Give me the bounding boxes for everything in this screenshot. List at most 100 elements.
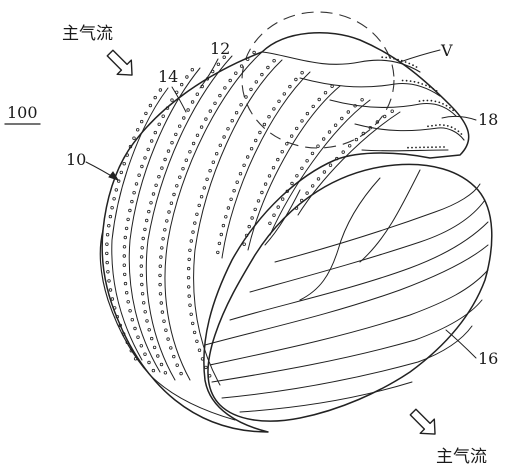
crest-dot xyxy=(423,146,425,149)
perforation-hole xyxy=(316,144,320,148)
perforation-hole xyxy=(126,217,130,222)
perforation-hole xyxy=(282,92,286,96)
crest-dot xyxy=(397,58,399,61)
perforation-hole xyxy=(260,190,264,195)
perforation-hole xyxy=(272,213,276,217)
perforation-hole xyxy=(271,165,276,170)
crest-dot xyxy=(404,61,407,63)
perforation-hole xyxy=(159,255,163,259)
perforation-hole xyxy=(191,230,195,234)
perforation-hole xyxy=(221,223,226,228)
perforation-hole xyxy=(239,64,244,68)
perforation-hole xyxy=(239,103,243,107)
swirl-band xyxy=(211,299,483,383)
perforation-hole xyxy=(186,285,191,289)
vane-edge xyxy=(111,87,169,361)
perforation-hole xyxy=(195,92,199,96)
vane-crest xyxy=(354,123,465,141)
perforation-hole xyxy=(181,166,185,171)
perforation-hole xyxy=(172,354,176,359)
crest-dot xyxy=(443,146,445,148)
crest-dot xyxy=(427,146,429,149)
perforation-hole xyxy=(163,157,167,162)
perforation-hole xyxy=(188,150,192,154)
swirl-band xyxy=(239,381,413,413)
perforation-hole xyxy=(105,232,110,237)
perforation-hole xyxy=(262,122,267,127)
perforation-hole xyxy=(247,224,251,229)
perforation-hole xyxy=(170,98,174,102)
perforation-hole xyxy=(276,205,280,209)
perforation-hole xyxy=(166,337,170,341)
perforation-hole xyxy=(145,319,149,323)
perforation-hole xyxy=(305,159,309,163)
perforation-hole xyxy=(216,62,221,67)
perforation-hole xyxy=(132,136,136,140)
perforation-hole xyxy=(348,144,352,148)
perforation-hole xyxy=(327,130,332,134)
crest-dot xyxy=(415,146,417,149)
crest-dot xyxy=(434,100,437,103)
perforation-hole xyxy=(323,90,328,95)
perforation-hole xyxy=(208,168,212,173)
perforation-hole xyxy=(107,279,111,283)
perforation-hole xyxy=(157,122,161,126)
vane-crest xyxy=(329,99,457,117)
leader-v xyxy=(399,49,441,63)
perforation-hole xyxy=(132,190,136,195)
perforation-hole xyxy=(115,315,119,319)
perforation-hole xyxy=(266,65,270,70)
part-10-label: 10 xyxy=(66,150,86,169)
crest-dot xyxy=(411,146,413,149)
perforation-hole xyxy=(210,69,215,74)
perforation-hole xyxy=(333,123,338,127)
perforation-hole xyxy=(122,245,127,249)
vane-edge xyxy=(247,85,341,251)
crest-dot xyxy=(425,84,427,87)
perforation-hole xyxy=(175,184,179,188)
perforation-hole xyxy=(305,191,309,195)
perforation-hole xyxy=(256,199,261,203)
detail-v-label: V xyxy=(440,41,453,60)
shell-outline xyxy=(207,163,493,422)
perforation-hole xyxy=(166,149,171,153)
perforation-hole xyxy=(139,264,143,268)
perforation-hole xyxy=(218,93,222,98)
perforation-hole xyxy=(123,281,128,286)
crest-dot xyxy=(389,57,392,59)
perforation-hole xyxy=(322,137,326,141)
perforation-hole xyxy=(106,270,110,274)
perforation-hole xyxy=(189,312,193,316)
crest-dot xyxy=(457,130,460,133)
perforation-hole xyxy=(208,109,212,113)
perforation-hole xyxy=(149,139,154,143)
perforation-hole xyxy=(305,111,310,116)
perforation-hole xyxy=(133,326,137,331)
perforation-hole xyxy=(200,84,204,89)
part-12-label: 12 xyxy=(210,39,230,58)
perforation-hole xyxy=(199,194,204,199)
perforation-hole xyxy=(253,138,258,143)
crest-dot xyxy=(401,79,404,82)
perforation-hole xyxy=(144,111,148,116)
perforation-hole xyxy=(245,155,250,159)
vane-edge xyxy=(297,111,401,216)
perforation-hole xyxy=(153,130,157,135)
perforation-hole xyxy=(182,116,186,120)
perforation-hole xyxy=(167,210,171,214)
perforation-hole xyxy=(204,365,208,370)
perforation-hole xyxy=(197,203,201,208)
perforation-hole xyxy=(116,179,121,183)
swirl-band xyxy=(204,244,489,346)
perforation-hole xyxy=(139,344,143,348)
perforation-hole xyxy=(108,288,113,292)
crest-dot xyxy=(393,57,395,60)
perforation-hole xyxy=(160,310,165,314)
perforation-hole xyxy=(295,174,299,178)
perforation-hole xyxy=(122,263,126,267)
perforation-hole xyxy=(143,156,147,160)
perforation-hole xyxy=(162,319,166,323)
vane-edge xyxy=(164,51,263,381)
perforation-hole xyxy=(311,104,315,109)
perforation-hole xyxy=(169,201,174,205)
